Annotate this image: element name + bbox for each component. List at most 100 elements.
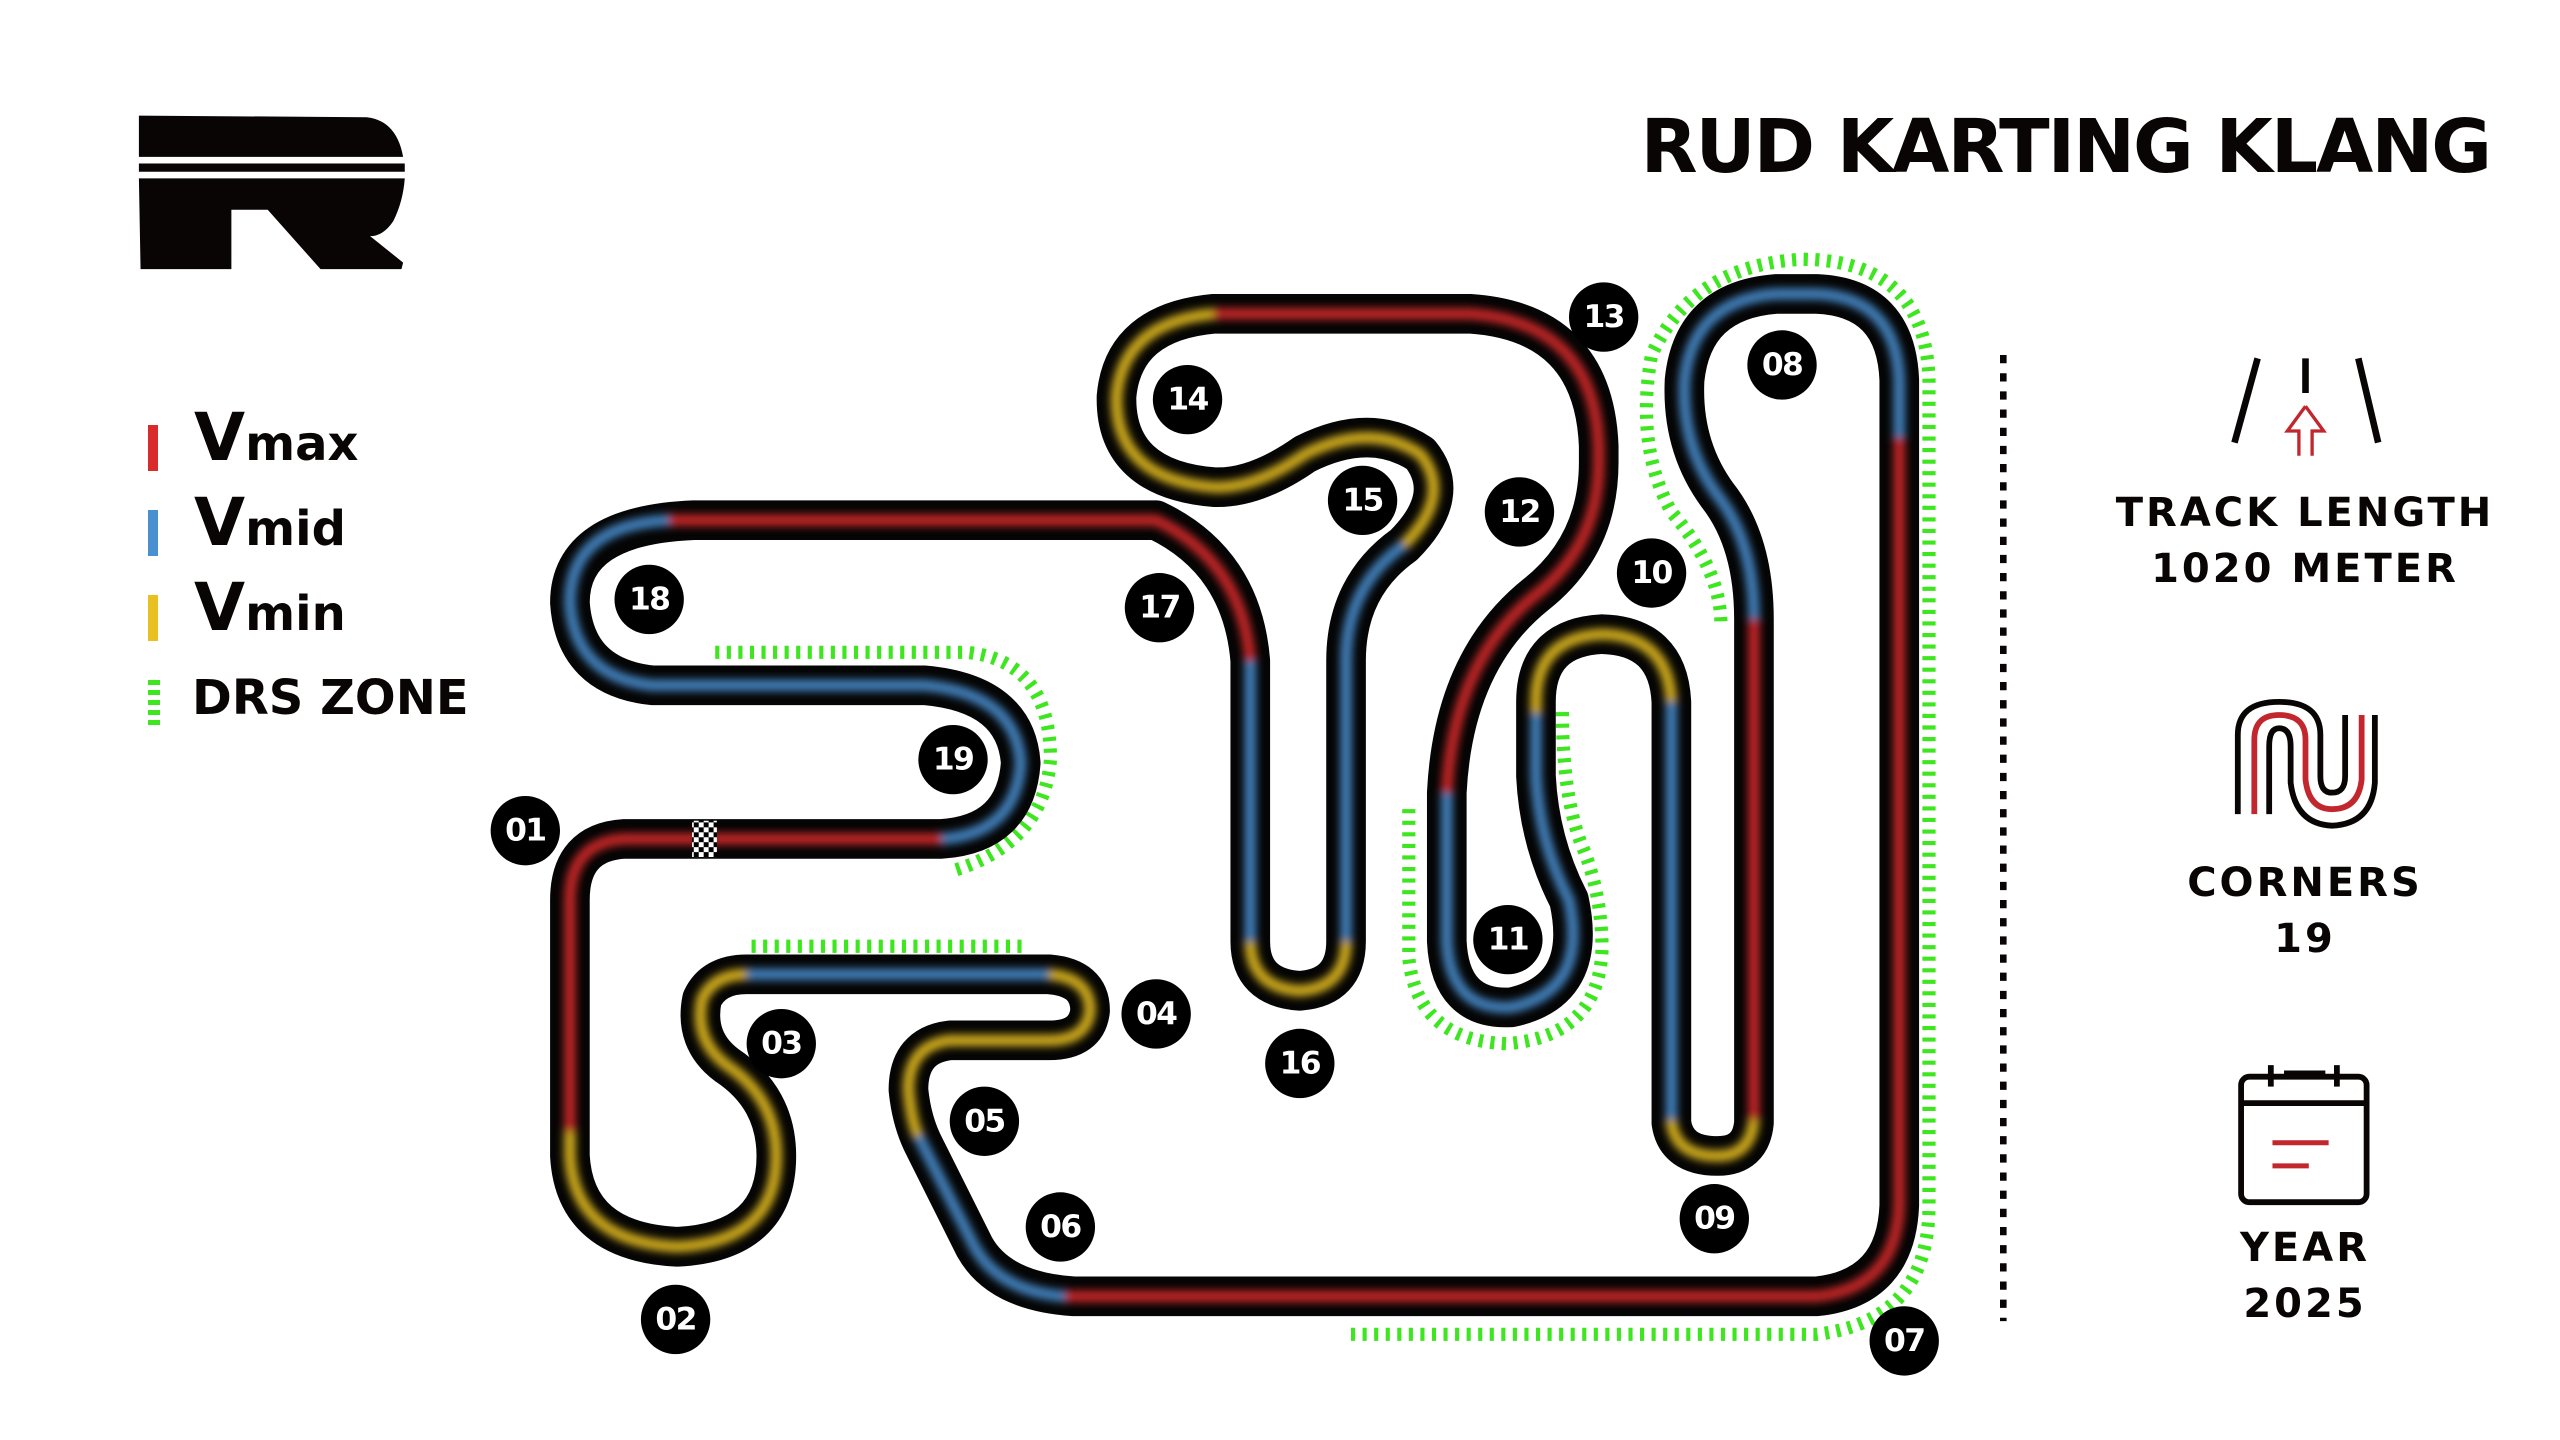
corner-number: 11 bbox=[1488, 922, 1528, 958]
map-shape bbox=[1265, 1028, 1335, 1099]
map-shape bbox=[2284, 405, 2327, 456]
corner-number: 02 bbox=[655, 1301, 695, 1337]
corner-number: 07 bbox=[1884, 1323, 1924, 1359]
corner-number: 06 bbox=[1040, 1209, 1081, 1245]
legend-label: Vmax bbox=[194, 399, 359, 476]
map-shape bbox=[1747, 330, 1817, 400]
corner-marker-03: 03 bbox=[746, 1008, 816, 1079]
corner-number: 03 bbox=[761, 1026, 801, 1062]
track-length-stat: TRACK LENGTH 1020 METER bbox=[2055, 485, 2555, 597]
corner-marker-04: 04 bbox=[1121, 979, 1191, 1049]
corner-marker-02: 02 bbox=[640, 1284, 711, 1355]
map-shape bbox=[1152, 364, 1223, 435]
segment-vmid bbox=[1678, 288, 1906, 620]
drs-zone-4 bbox=[1402, 710, 1609, 1051]
corner-number: 15 bbox=[1342, 482, 1382, 518]
segment-vmin bbox=[1665, 1117, 1760, 1162]
corner-number: 19 bbox=[933, 742, 973, 778]
corner-number: 12 bbox=[1499, 494, 1539, 530]
legend-swatch bbox=[148, 595, 158, 641]
corner-marker-06: 06 bbox=[1025, 1192, 1096, 1262]
segment-vmid bbox=[1441, 713, 1579, 1014]
legend-label: Vmid bbox=[194, 484, 346, 561]
track bbox=[550, 274, 1920, 1317]
segment-vmin bbox=[564, 968, 783, 1253]
map-shape bbox=[2266, 715, 2378, 829]
corner-marker-17: 17 bbox=[1124, 573, 1195, 643]
year-value: 2025 bbox=[2243, 1281, 2367, 1327]
corner-number: 14 bbox=[1167, 382, 1208, 418]
track-length-label: TRACK LENGTH bbox=[2115, 490, 2495, 536]
corner-marker-08: 08 bbox=[1747, 330, 1817, 400]
map-shape bbox=[138, 163, 405, 172]
segment-vmax bbox=[668, 514, 1257, 662]
legend-drs-zone: DRS ZONE bbox=[148, 670, 469, 726]
segment-vmax bbox=[1065, 437, 1906, 1303]
map-shape bbox=[2231, 357, 2261, 444]
page-title: RUD KARTING KLANG bbox=[1640, 104, 2492, 190]
track-length-value: 1020 METER bbox=[2151, 546, 2459, 592]
map-shape bbox=[949, 1086, 1020, 1156]
corners-value: 19 bbox=[2274, 916, 2336, 962]
map-shape bbox=[138, 178, 405, 270]
drs-zones bbox=[715, 252, 1936, 1341]
map-shape bbox=[1473, 904, 1543, 975]
segment-vmin bbox=[1244, 941, 1352, 997]
legend-vmin: Vmin bbox=[148, 575, 346, 641]
legend-swatch bbox=[148, 425, 158, 471]
map-shape bbox=[1869, 1306, 1939, 1376]
corner-number: 10 bbox=[1631, 555, 1672, 591]
hairpin-track-icon bbox=[2234, 698, 2378, 829]
speed-segments bbox=[564, 288, 1906, 1303]
rud-logo bbox=[138, 115, 405, 270]
corner-marker-19: 19 bbox=[918, 724, 988, 795]
map-shape bbox=[1124, 573, 1195, 643]
segment-vmid bbox=[1340, 540, 1408, 942]
corner-number: 04 bbox=[1136, 996, 1177, 1032]
segment-vmin bbox=[902, 968, 1096, 1139]
map-shape bbox=[1327, 465, 1398, 536]
corner-number: 17 bbox=[1139, 590, 1179, 626]
map-shape bbox=[138, 115, 404, 157]
legend-vmid: Vmid bbox=[148, 490, 346, 556]
map-shape bbox=[1484, 477, 1555, 547]
corner-marker-10: 10 bbox=[1616, 538, 1687, 608]
corner-marker-07: 07 bbox=[1869, 1306, 1939, 1376]
map-shape bbox=[1025, 1192, 1096, 1262]
corners-stat: CORNERS 19 bbox=[2055, 855, 2555, 967]
segment-vmax bbox=[564, 833, 942, 1132]
map-shape bbox=[614, 564, 684, 635]
map-shape bbox=[490, 795, 560, 866]
corners-label: CORNERS bbox=[2187, 860, 2423, 906]
legend-label: DRS ZONE bbox=[192, 670, 469, 726]
map-shape bbox=[2234, 698, 2349, 815]
corner-number: 16 bbox=[1280, 1045, 1321, 1081]
corner-number: 01 bbox=[505, 813, 545, 849]
road-arrow-icon bbox=[2231, 357, 2382, 456]
corner-marker-15: 15 bbox=[1327, 465, 1398, 536]
map-shape bbox=[550, 274, 1920, 1317]
map-shape bbox=[1679, 1184, 1749, 1254]
segment-vmax bbox=[1213, 307, 1605, 793]
drs-zone-3 bbox=[1351, 252, 1936, 1341]
start-finish-line bbox=[692, 820, 717, 858]
corner-number: 08 bbox=[1762, 347, 1802, 383]
map-shape bbox=[2251, 712, 2365, 815]
segment-vmin bbox=[1110, 308, 1440, 550]
legend-vmax: Vmax bbox=[148, 405, 358, 471]
map-shape bbox=[918, 724, 988, 795]
map-shape bbox=[640, 1284, 711, 1355]
drs-swatch bbox=[148, 680, 160, 726]
segment-vmid bbox=[564, 514, 1027, 845]
map-shape bbox=[746, 1008, 816, 1079]
map-shape bbox=[1568, 282, 1639, 352]
corner-marker-05: 05 bbox=[949, 1086, 1020, 1156]
map-shape bbox=[1616, 538, 1687, 608]
corner-marker-09: 09 bbox=[1679, 1184, 1749, 1254]
corner-marker-11: 11 bbox=[1473, 904, 1543, 975]
year-stat: YEAR 2025 bbox=[2055, 1220, 2555, 1332]
corner-marker-16: 16 bbox=[1265, 1028, 1335, 1099]
year-label: YEAR bbox=[2239, 1225, 2371, 1271]
corner-marker-13: 13 bbox=[1568, 282, 1639, 352]
